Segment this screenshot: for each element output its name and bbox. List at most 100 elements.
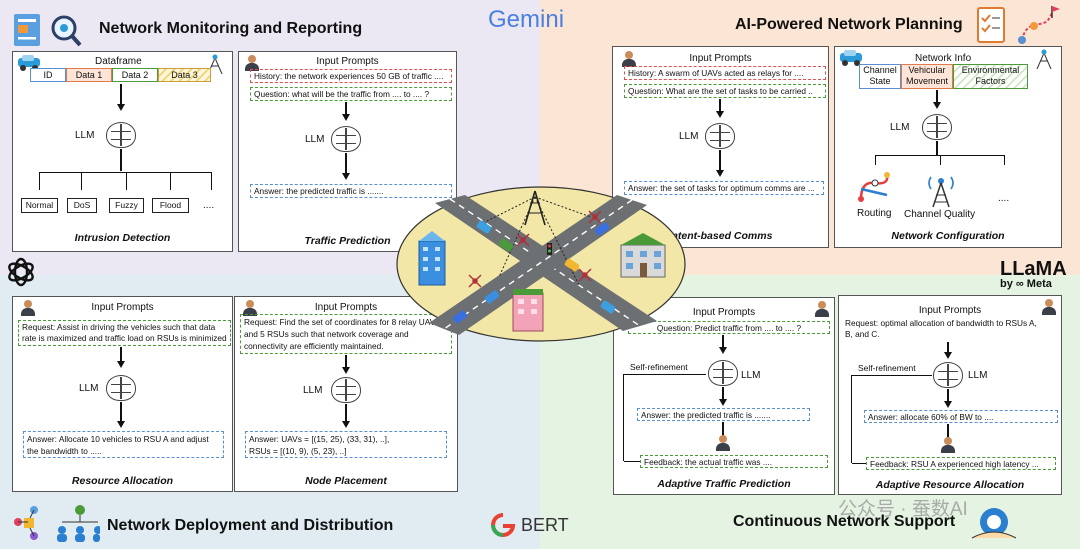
class-more: ....	[203, 200, 215, 211]
column-data3: Data 3	[158, 68, 211, 82]
connector	[81, 172, 83, 190]
arrow-down	[117, 361, 125, 368]
adaptive-resource-caption: Adaptive Resource Allocation	[875, 479, 1025, 491]
answer-rsus: RSUs = [(10, 9), (5, 23), ..]	[249, 446, 347, 456]
routing-icon	[858, 172, 890, 202]
antenna-tower-icon	[1036, 49, 1052, 69]
request-prompt: Request: optimal allocation of bandwidth…	[845, 318, 1037, 339]
loop-side	[623, 374, 625, 461]
intrusion-caption: Intrusion Detection	[74, 232, 171, 244]
connector	[170, 172, 172, 190]
adaptive-resource-panel: Input Prompts Request: optimal allocatio…	[838, 295, 1062, 495]
answer-box: Answer: the predicted traffic is .......	[250, 184, 452, 198]
loop-top	[852, 375, 932, 377]
connector	[120, 402, 122, 424]
column-id: ID	[30, 68, 66, 82]
config-more: ....	[998, 193, 1010, 204]
loop-top	[624, 374, 706, 376]
user-icon	[815, 301, 829, 317]
arrow-down	[342, 421, 350, 428]
connector	[936, 141, 938, 155]
answer-box: Answer: Allocate 10 vehicles to RSU A an…	[23, 431, 224, 458]
column-data1: Data 1	[66, 68, 112, 82]
arrow-down	[933, 102, 941, 109]
arrow-down	[944, 352, 952, 359]
input-prompts-header: Input Prompts	[314, 302, 378, 313]
brain-icon	[331, 377, 361, 403]
traffic-prediction-panel: Input Prompts History: the network exper…	[238, 51, 457, 252]
resource-allocation-panel: Input Prompts Request: Assist in driving…	[12, 296, 233, 492]
column-channel-state: Channel State	[859, 64, 901, 89]
answer-box: Answer: the set of tasks for optimum com…	[624, 181, 824, 195]
connector	[947, 424, 949, 438]
self-refinement-label: Self-refinement	[630, 362, 688, 372]
brain-icon	[106, 122, 136, 148]
deployment-title: Network Deployment and Distribution	[107, 517, 394, 534]
brain-icon	[708, 360, 738, 386]
smart-city-intersection	[396, 186, 686, 342]
deployment-icon	[14, 505, 100, 542]
connector	[211, 172, 213, 190]
gemini-logo: Gemini	[488, 6, 565, 33]
class-dos: DoS	[67, 198, 97, 213]
connector	[719, 150, 721, 172]
user-icon	[243, 300, 257, 316]
feedback-box: Feedback: the actual traffic was ....	[640, 455, 828, 468]
connector	[947, 389, 949, 403]
class-flood: Flood	[152, 198, 189, 213]
llm-label: LLM	[741, 370, 761, 381]
history-prompt: History: the network experiences 50 GB o…	[250, 69, 452, 83]
arrow-down	[342, 173, 350, 180]
vehicle-icons	[452, 220, 616, 324]
connector	[722, 422, 724, 436]
question-prompt: Question: what will be the traffic from …	[250, 87, 452, 101]
question-prompt: Question: What are the set of tasks to b…	[624, 84, 826, 98]
connector	[936, 90, 938, 104]
meta-logo: by ∞ Meta	[1000, 278, 1052, 290]
llm-label: LLM	[75, 130, 95, 141]
connector	[940, 155, 942, 165]
connector	[722, 335, 724, 349]
answer-uavs: Answer: UAVs = [(15, 25), (33, 31), ..],	[249, 434, 390, 444]
bottom-building	[512, 289, 544, 332]
node-placement-panel: Input Prompts Request: Find the set of c…	[234, 296, 458, 492]
right-building	[620, 233, 666, 278]
arrow-down	[117, 421, 125, 428]
arrow-down	[716, 170, 724, 177]
connector	[345, 153, 347, 175]
traffic-caption: Traffic Prediction	[304, 235, 391, 247]
watermark-text: 公众号 · 蚕数AI	[838, 499, 968, 520]
answer-box: Answer: the predicted traffic is .......	[637, 408, 810, 421]
input-prompts-header: Input Prompts	[91, 302, 154, 313]
resource-caption: Resource Allocation	[71, 475, 174, 487]
loop-bottom	[852, 463, 867, 465]
answer-box: Answer: UAVs = [(15, 25), (33, 31), ..],…	[245, 431, 447, 458]
central-antenna-tower-icon	[486, 190, 592, 286]
llm-label: LLM	[305, 134, 325, 145]
connector	[345, 355, 347, 369]
user-icon	[1042, 299, 1056, 315]
brain-icon	[106, 375, 136, 401]
column-vehicular-movement: Vehicular Movement	[901, 64, 953, 89]
arrow-down	[117, 104, 125, 111]
support-icon	[971, 508, 1017, 539]
connector	[345, 102, 347, 116]
column-data2: Data 2	[112, 68, 158, 82]
connector	[1004, 155, 1006, 165]
user-icon	[622, 51, 636, 67]
loop-side	[851, 375, 853, 463]
netconfig-caption: Network Configuration	[891, 230, 1005, 242]
user-icon	[21, 300, 35, 316]
connector	[947, 342, 949, 354]
bert-logo: BERT	[521, 515, 569, 535]
llm-label: LLM	[968, 370, 988, 381]
connector	[120, 347, 122, 363]
connector	[719, 99, 721, 113]
connector	[722, 387, 724, 401]
intent-caption: Intent-based Comms	[668, 230, 773, 242]
node-caption: Node Placement	[305, 475, 387, 487]
column-environmental-factors: Environmental Factors	[953, 64, 1028, 89]
channel-quality-icon	[928, 176, 954, 208]
user-icon	[941, 437, 955, 453]
car-icon	[840, 50, 862, 66]
